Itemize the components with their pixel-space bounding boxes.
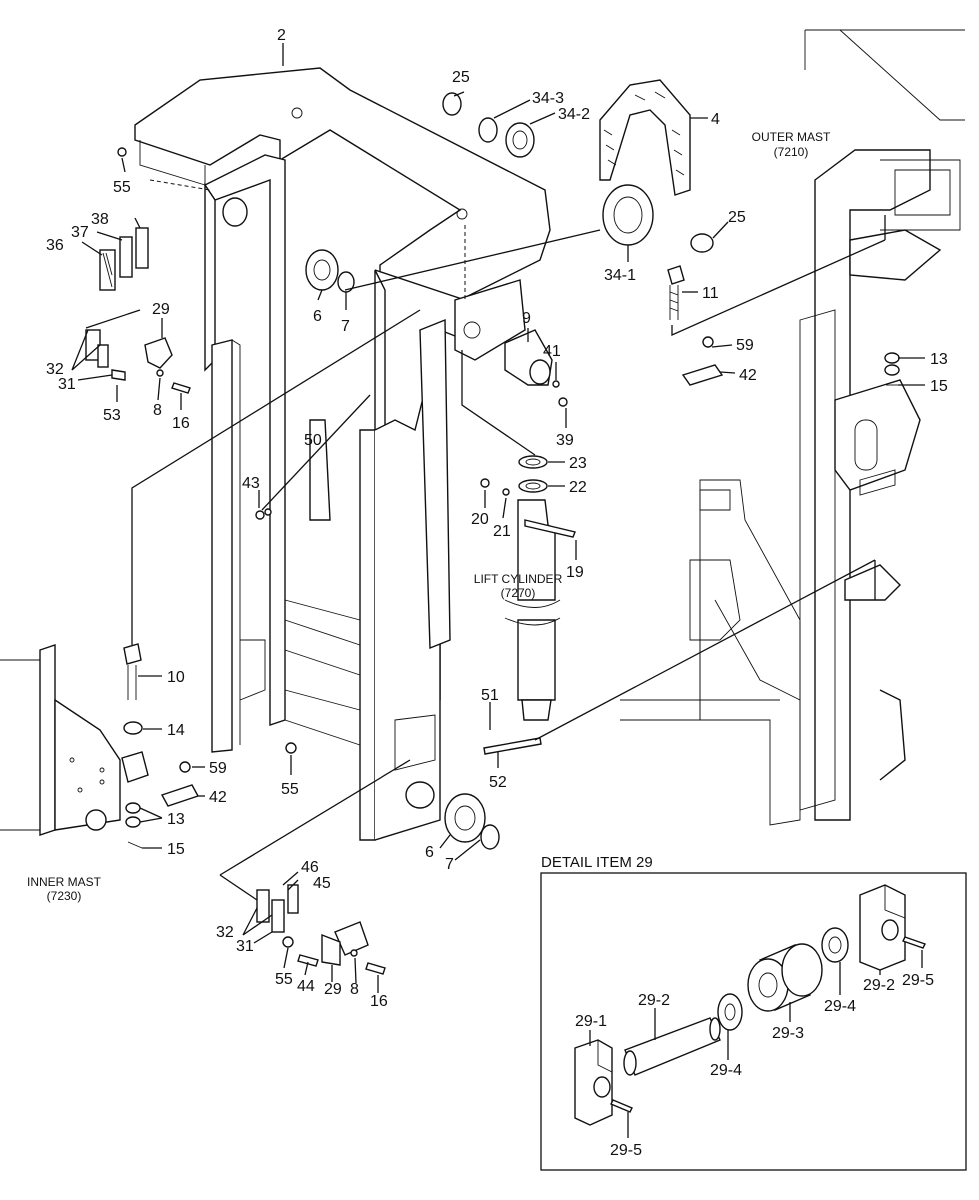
label-7: 7 [445, 856, 454, 873]
label-31: 31 [236, 938, 254, 955]
label-16: 16 [172, 415, 190, 432]
label-44: 44 [297, 978, 315, 995]
outer-mast-code: (7210) [774, 145, 809, 159]
label-23: 23 [569, 455, 587, 472]
lift-cylinder-caption: LIFT CYLINDER [474, 572, 563, 586]
inner-mast-drawing [0, 644, 121, 836]
label-55: 55 [113, 179, 131, 196]
label-19: 19 [566, 564, 584, 581]
captions: OUTER MAST (7210) LIFT CYLINDER (7270) I… [27, 130, 831, 903]
label-46: 46 [301, 859, 319, 876]
label-7: 7 [341, 318, 350, 335]
label-10: 10 [167, 669, 185, 686]
label-59: 59 [736, 337, 754, 354]
label-43: 43 [242, 475, 260, 492]
detail-label-29-4: 29-4 [824, 998, 856, 1015]
detail-label-29-2: 29-2 [638, 992, 670, 1009]
label-50: 50 [304, 432, 322, 449]
label-14: 14 [167, 722, 185, 739]
label-20: 20 [471, 511, 489, 528]
detail-title: DETAIL ITEM 29 [541, 854, 653, 871]
leader-lines [71, 43, 925, 993]
lift-cylinder-code: (7270) [501, 586, 536, 600]
label-42: 42 [739, 367, 757, 384]
label-34-1: 34-1 [604, 267, 636, 284]
label-29: 29 [324, 981, 342, 998]
detail-label-29-1: 29-1 [575, 1013, 607, 1030]
outer-mast-caption: OUTER MAST [752, 130, 831, 144]
label-55: 55 [275, 971, 293, 988]
chain-sheave [602, 184, 654, 246]
parts [85, 79, 900, 975]
label-34-3: 34-3 [532, 90, 564, 107]
label-36: 36 [46, 237, 64, 254]
detail-label-29-3: 29-3 [772, 1025, 804, 1042]
detail-frame [540, 872, 967, 1171]
label-13: 13 [167, 811, 185, 828]
label-16: 16 [370, 993, 388, 1010]
label-31: 31 [58, 376, 76, 393]
label-39: 39 [556, 432, 574, 449]
label-45: 45 [313, 875, 331, 892]
label-42: 42 [209, 789, 227, 806]
label-37: 37 [71, 224, 89, 241]
label-51: 51 [481, 687, 499, 704]
detail-item-29: DETAIL ITEM 29 29- [540, 854, 967, 1171]
label-8: 8 [350, 981, 359, 998]
label-34-2: 34-2 [558, 106, 590, 123]
label-22: 22 [569, 479, 587, 496]
label-6: 6 [313, 308, 322, 325]
label-2: 2 [277, 27, 286, 44]
label-21: 21 [493, 523, 511, 540]
inner-mast-caption: INNER MAST [27, 875, 102, 889]
label-32: 32 [216, 924, 234, 941]
label-11: 11 [702, 285, 719, 302]
label-59: 59 [209, 760, 227, 777]
label-25: 25 [728, 209, 746, 226]
callout-labels: 2 25 34-3 34-2 4 25 34-1 11 59 42 13 15 … [46, 27, 948, 1010]
label-53: 53 [103, 407, 121, 424]
label-6: 6 [425, 844, 434, 861]
label-4: 4 [711, 111, 720, 128]
detail-label-29-5: 29-5 [610, 1142, 642, 1159]
inner-mast-code: (7230) [47, 889, 82, 903]
detail-label-29-4: 29-4 [710, 1062, 742, 1079]
label-29: 29 [152, 301, 170, 318]
outer-mast-drawing [620, 29, 965, 826]
label-52: 52 [489, 774, 507, 791]
detail-label-29-2: 29-2 [863, 977, 895, 994]
label-32: 32 [46, 361, 64, 378]
mast-assembly [134, 67, 551, 841]
label-9: 9 [522, 310, 531, 327]
chain [599, 79, 691, 196]
label-25: 25 [452, 69, 470, 86]
label-41: 41 [543, 343, 561, 360]
label-8: 8 [153, 402, 162, 419]
detail-label-29-5: 29-5 [902, 972, 934, 989]
label-38: 38 [91, 211, 109, 228]
label-15: 15 [167, 841, 185, 858]
label-13: 13 [930, 351, 948, 368]
label-15: 15 [930, 378, 948, 395]
label-55: 55 [281, 781, 299, 798]
